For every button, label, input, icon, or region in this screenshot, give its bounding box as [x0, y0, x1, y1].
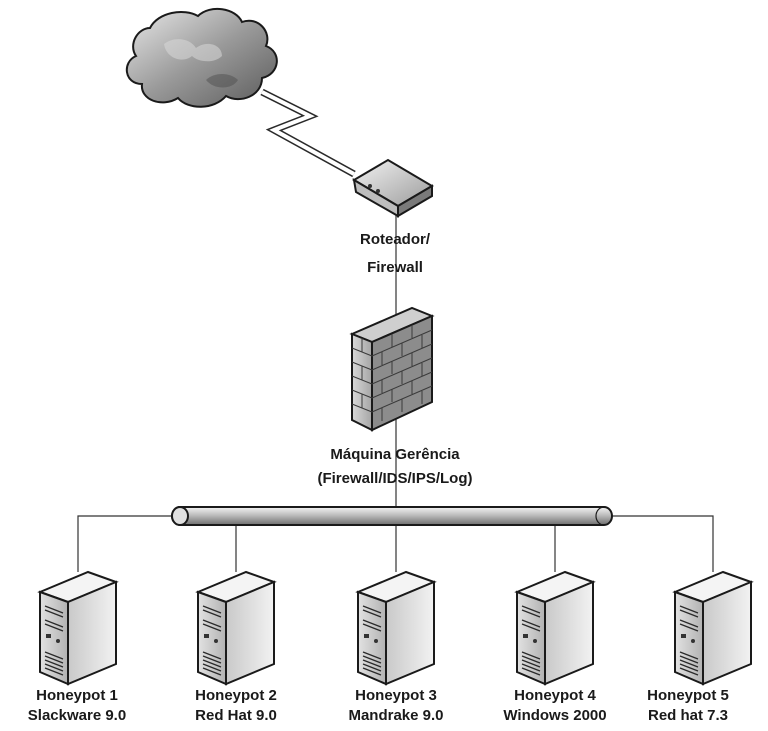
honeypot-1-label: Honeypot 1 Slackware 9.0 — [2, 686, 152, 726]
cloud-icon — [126, 7, 278, 108]
honeypot-name: Honeypot 1 — [36, 687, 118, 704]
honeypot-os: Red hat 7.3 — [647, 707, 729, 724]
honeypot-2-server-icon — [197, 571, 275, 685]
honeypot-os: Slackware 9.0 — [27, 707, 127, 724]
honeypot-2-label: Honeypot 2 Red Hat 9.0 — [161, 686, 311, 726]
network-bus-icon — [171, 506, 613, 526]
honeypot-name: Honeypot 5 — [647, 687, 729, 704]
firewall-wall-icon — [349, 306, 435, 432]
honeypot-os: Red Hat 9.0 — [195, 707, 277, 724]
server-icons — [39, 571, 752, 685]
honeypot-5-label: Honeypot 5 Red hat 7.3 — [613, 686, 763, 726]
honeypot-4-server-icon — [516, 571, 594, 685]
honeypot-name: Honeypot 3 — [355, 687, 437, 704]
management-label-line1: Máquina Gerência — [330, 446, 460, 463]
honeypot-name: Honeypot 4 — [514, 687, 596, 704]
router-label-line1: Roteador/ — [359, 231, 430, 248]
honeypot-5-server-icon — [674, 571, 752, 685]
honeypot-name: Honeypot 2 — [195, 687, 277, 704]
router-label-line2: Firewall — [367, 259, 423, 276]
honeypot-3-label: Honeypot 3 Mandrake 9.0 — [321, 686, 471, 726]
honeypot-os: Mandrake 9.0 — [348, 707, 444, 724]
management-label-line2: (Firewall/IDS/IPS/Log) — [317, 470, 473, 487]
honeypot-os: Windows 2000 — [503, 707, 607, 724]
server-links — [77, 515, 714, 572]
honeypot-3-server-icon — [357, 571, 435, 685]
honeypot-1-server-icon — [39, 571, 117, 685]
honeypot-4-label: Honeypot 4 Windows 2000 — [480, 686, 630, 726]
router-icon — [352, 158, 434, 218]
